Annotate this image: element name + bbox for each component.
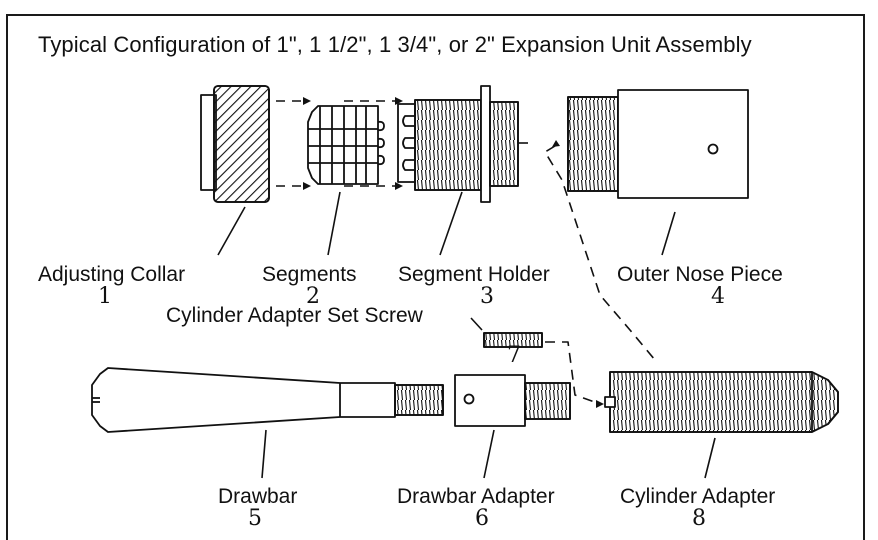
drawbar-adapter-drawing (454, 374, 571, 427)
flow-lines-top (276, 100, 395, 187)
label-outer-nose-piece: Outer Nose Piece (617, 263, 783, 286)
label-set-screw: Cylinder Adapter Set Screw (166, 304, 423, 327)
number-segments: 2 (306, 284, 320, 309)
number-drawbar-adapter: 6 (475, 506, 489, 531)
set-screw-drawing (470, 317, 543, 348)
label-segment-holder: Segment Holder (398, 263, 550, 286)
label-adjusting-collar: Adjusting Collar (38, 263, 186, 286)
adjusting-collar-drawing (200, 85, 270, 203)
flow-lines-middle (518, 142, 656, 405)
number-segment-holder: 3 (480, 284, 494, 309)
drawbar-drawing (91, 367, 444, 433)
number-set-screw: 7 (507, 343, 521, 368)
number-drawbar: 5 (248, 506, 262, 531)
number-cylinder-adapter: 8 (692, 506, 706, 531)
label-segments: Segments (262, 263, 357, 286)
number-adjusting-collar: 1 (98, 284, 112, 309)
leader-lines-top (217, 191, 676, 256)
diagram-title: Typical Configuration of 1", 1 1/2", 1 3… (38, 32, 752, 57)
diagram-frame (6, 14, 865, 540)
number-outer-nose-piece: 4 (711, 284, 725, 309)
outer-nose-piece-drawing (567, 89, 749, 199)
label-cylinder-adapter: Cylinder Adapter (620, 485, 776, 508)
segments-drawing (307, 105, 385, 185)
label-drawbar-adapter: Drawbar Adapter (397, 485, 555, 508)
segment-holder-drawing (397, 85, 519, 203)
cylinder-adapter-drawing (604, 371, 839, 433)
leader-lines-bottom (261, 429, 716, 479)
label-drawbar: Drawbar (218, 485, 298, 508)
